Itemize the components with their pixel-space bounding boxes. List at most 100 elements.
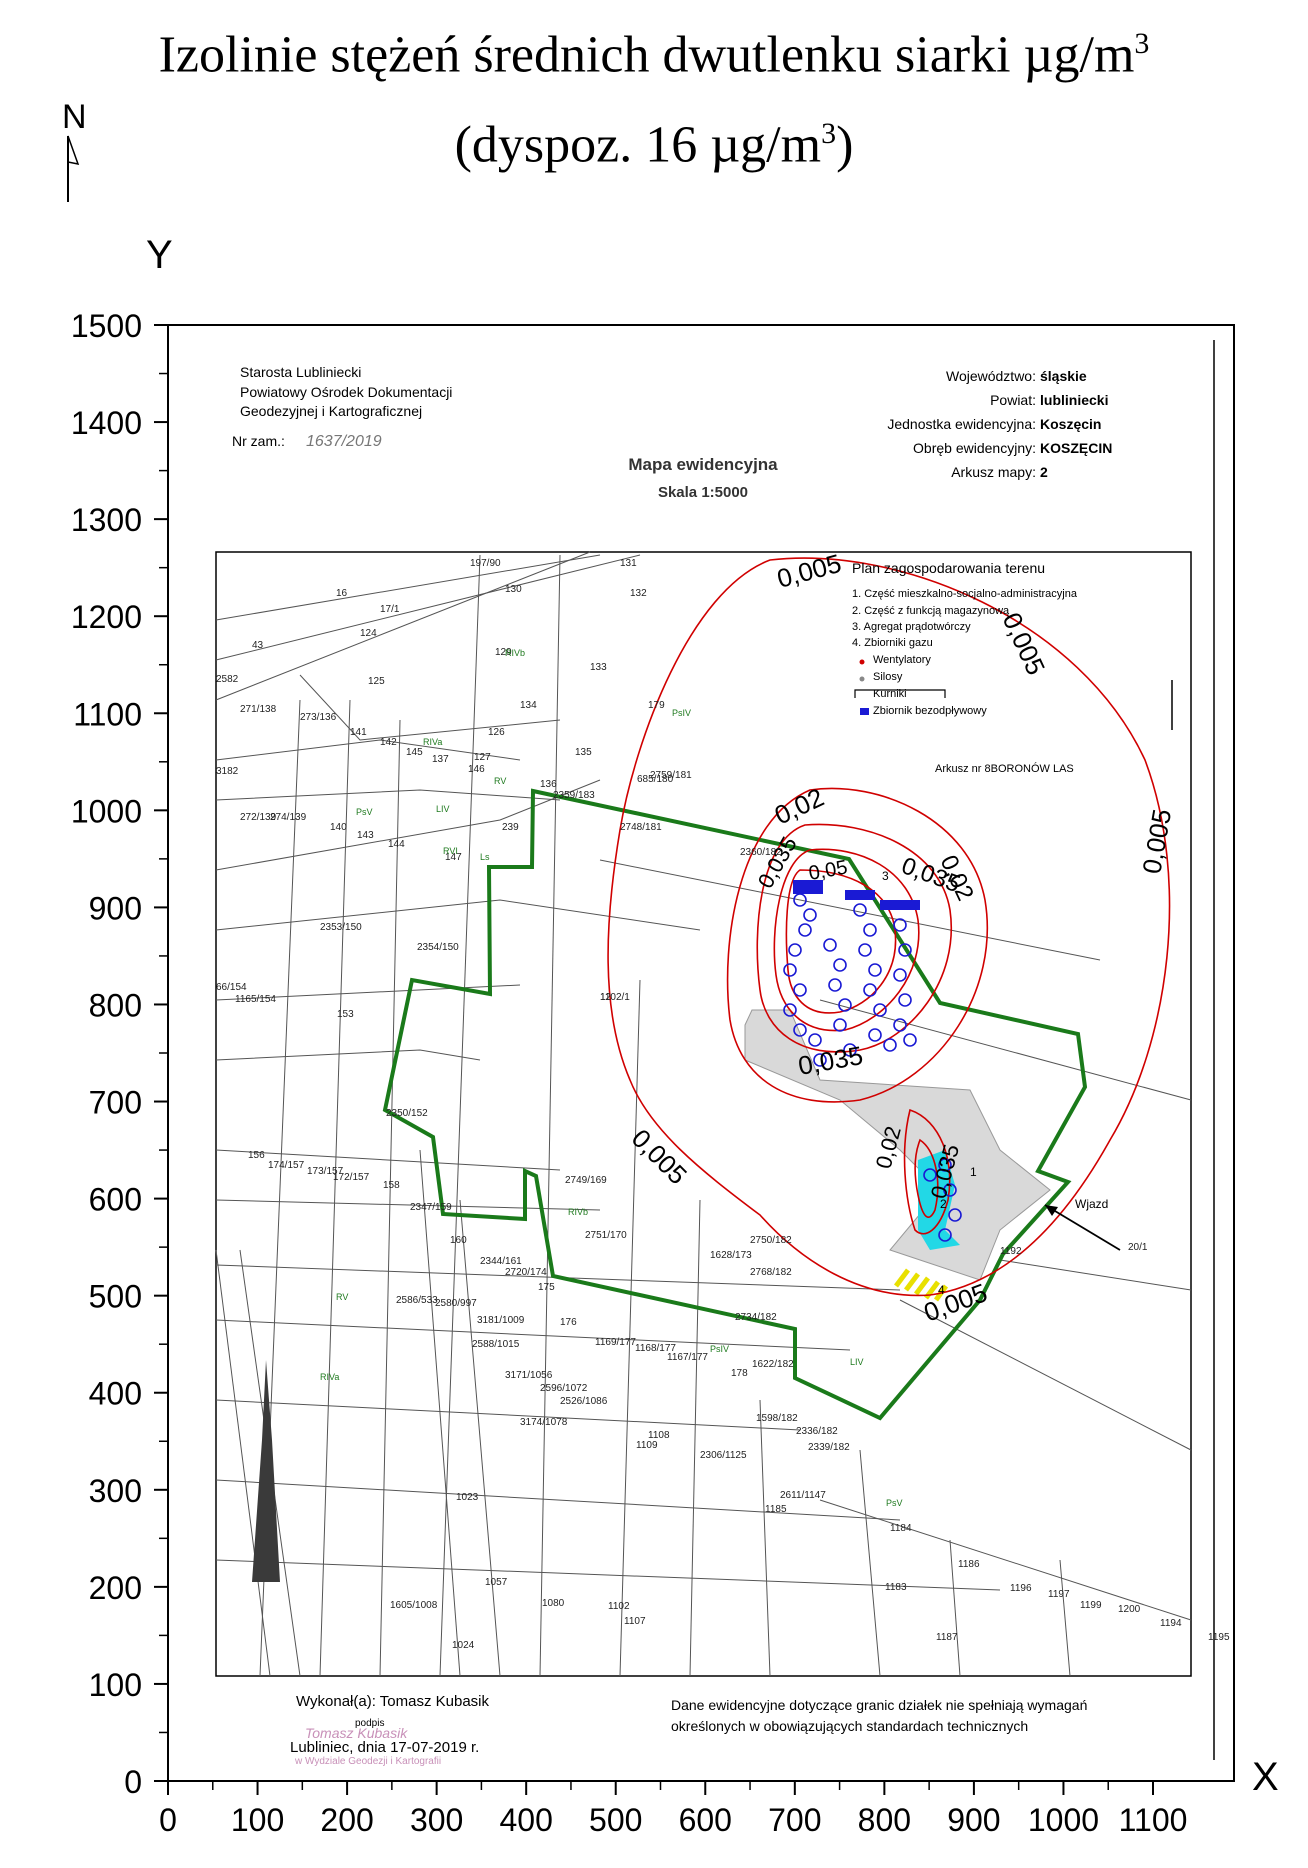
x-tick-label: 500	[589, 1802, 642, 1838]
entrance-arrow-icon	[1044, 1204, 1121, 1251]
y-tick-label: 1400	[71, 405, 142, 441]
parcel-number: 1102	[608, 1601, 630, 1612]
parcel-number: 158	[383, 1180, 400, 1191]
soil-class-label: PsIV	[710, 1344, 729, 1354]
legend-barn-icon	[854, 689, 946, 698]
title-superscript-1: 3	[1134, 27, 1150, 60]
yard-area	[744, 1009, 1051, 1281]
parcel-number: 136	[540, 779, 557, 790]
disclaimer-line-1: Dane ewidencyjne dotyczące granic działe…	[671, 1697, 1087, 1713]
site-number-label: 3	[882, 869, 889, 883]
y-tick-label: 400	[89, 1376, 142, 1412]
parcel-number: 2336/182	[796, 1426, 838, 1437]
office-name: Starosta Lubliniecki	[240, 364, 361, 380]
parcel-number: 1102/1	[600, 992, 630, 1003]
parcel-number: 1605/1008	[390, 1600, 438, 1611]
isoline-label: 0,035	[796, 1040, 865, 1081]
header-field-label: Województwo:	[946, 368, 1036, 384]
parcel-number: 2596/1072	[540, 1383, 588, 1394]
y-axis-label: Y	[146, 233, 173, 277]
parcel-number: 1195	[1208, 1632, 1230, 1643]
north-arrow-icon: N	[62, 102, 87, 202]
isoline-label: 0,005	[1136, 807, 1177, 876]
parcel-number: 1107	[624, 1616, 646, 1627]
y-tick-label: 600	[89, 1182, 142, 1218]
parcel-number: 156	[248, 1150, 265, 1161]
isoline-label: 0,005	[774, 548, 845, 594]
parcel-number: 2588/1015	[472, 1339, 520, 1350]
y-tick-label: 1000	[71, 793, 142, 829]
parcel-number: 1187	[936, 1632, 958, 1643]
parcel-number: 1165/154	[235, 994, 276, 1005]
parcel-number: 178	[731, 1368, 748, 1379]
entrance-label: Wjazd	[1075, 1197, 1108, 1211]
map-title: Mapa ewidencyjna	[628, 455, 778, 474]
parcel-lines	[215, 551, 1192, 1677]
order-number-label: Nr zam.:	[232, 433, 285, 449]
parcel-number: 147	[445, 852, 462, 863]
parcel-number: 137	[432, 754, 449, 765]
soil-class-label: RVI	[443, 846, 458, 856]
header-field-value: śląskie	[1040, 368, 1087, 384]
title-text-2: (dyspoz. 16 µg/m	[454, 116, 822, 174]
parcel-number: 141	[350, 727, 367, 738]
office-line-2: Powiatowy Ośrodek Dokumentacji	[240, 384, 452, 400]
y-tick-label: 1200	[71, 599, 142, 635]
parcel-number: 143	[357, 830, 374, 841]
legend-item: Silosy	[873, 671, 903, 683]
parcel-number: 2580/997	[435, 1298, 477, 1309]
legend-item: Kurniki	[873, 688, 907, 700]
legend-item: Zbiornik bezodpływowy	[873, 705, 987, 717]
parcel-number: 1197	[1048, 1589, 1070, 1600]
isoline-label: 0,005	[997, 608, 1052, 680]
parcel-number: 16	[336, 588, 348, 599]
parcel-number: 1196	[1010, 1583, 1032, 1594]
parcel-number: 125	[368, 676, 385, 687]
parcel-number: 140	[330, 822, 347, 833]
y-tick-label: 1100	[73, 696, 142, 732]
isoline-label: 0,005	[920, 1277, 991, 1327]
fan-markers	[783, 893, 962, 1242]
stamp-name: Tomasz Kubasik	[305, 1725, 408, 1741]
parcel-number: 2586/533	[396, 1295, 438, 1306]
parcel-number: 2339/182	[808, 1442, 850, 1453]
isoline-label: 0,005	[626, 1123, 693, 1190]
map-inner-frame	[215, 551, 1192, 1677]
parcel-number: 12	[600, 992, 612, 1003]
parcel-number: 2350/152	[386, 1108, 428, 1119]
legend-silo-icon	[859, 676, 865, 682]
legend-item: 1. Część mieszkalno-socjalno-administrac…	[852, 588, 1078, 600]
parcel-number: 1185	[765, 1504, 787, 1515]
parcel-number: 130	[505, 584, 522, 595]
soil-class-label: Ls	[480, 852, 490, 862]
soil-class-label: RV	[336, 1292, 348, 1302]
parcel-number: 142	[380, 737, 397, 748]
parcel-number: 172/157	[333, 1172, 370, 1183]
parcel-number: 2611/1147	[780, 1490, 826, 1501]
y-tick-label: 500	[89, 1279, 142, 1315]
site-number-label: 4	[938, 1283, 945, 1297]
legend-item: 3. Agregat prądotwórczy	[852, 621, 971, 633]
soil-class-label: RIVb	[568, 1207, 588, 1217]
soil-class-label: RIVa	[320, 1372, 339, 1382]
header-field-label: Arkusz mapy:	[951, 464, 1036, 480]
parcel-number: 127	[474, 752, 491, 763]
parcel-number: 132	[630, 588, 647, 599]
author-line: Wykonał(a): Tomasz Kubasik	[296, 1693, 489, 1710]
parcel-number: 1168/177	[635, 1343, 676, 1354]
parcel-number: 1080	[542, 1598, 565, 1609]
parcel-number: 133	[590, 662, 607, 673]
map-scale: Skala 1:5000	[658, 484, 748, 501]
x-tick-label: 300	[410, 1802, 463, 1838]
parcel-number: 2359/183	[553, 790, 595, 801]
parcel-number: 1200	[1118, 1604, 1141, 1615]
parcel-number: 2360/182	[740, 847, 782, 858]
parcel-number: 1108	[648, 1430, 670, 1441]
parcel-number: 173/157	[307, 1166, 344, 1177]
legend-item: 2. Część z funkcją magazynową	[852, 605, 1010, 617]
isoline-label: 0,05	[807, 856, 849, 884]
north-label: N	[62, 102, 87, 136]
soil-class-label: LIV	[436, 804, 450, 814]
parcel-number: 1167/177	[667, 1352, 708, 1363]
